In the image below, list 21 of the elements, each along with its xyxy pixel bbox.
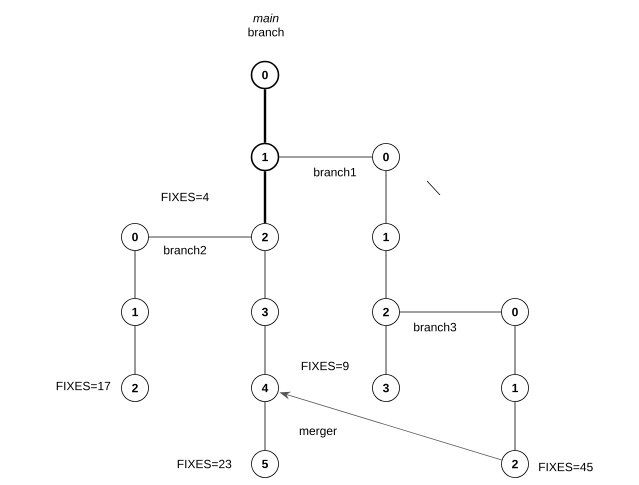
edge-label: branch1 (312, 166, 358, 178)
fixes-label: FIXES=9 (302, 362, 349, 370)
fixes-label: FIXES=4 (162, 192, 209, 202)
fixes-label: FIXES=45 (539, 462, 593, 472)
edge-label: merger (298, 428, 338, 438)
branch-line (264, 171, 266, 224)
branch-line (148, 236, 252, 238)
branch-line (264, 326, 266, 374)
fixes-label: FIXES=23 (178, 460, 232, 468)
branch-line (514, 402, 516, 450)
branch-line (134, 250, 136, 298)
fixes-label: FIXES=17 (56, 382, 110, 390)
branch-line (134, 326, 136, 374)
edge-label: branch3 (412, 322, 458, 332)
branch-title: main branch (248, 14, 284, 36)
branch-line (278, 156, 372, 158)
branch-line (264, 250, 266, 298)
edge-label: branch2 (162, 244, 208, 256)
branch-line (264, 402, 266, 450)
branch-line (514, 326, 516, 374)
branch-line (264, 89, 266, 143)
